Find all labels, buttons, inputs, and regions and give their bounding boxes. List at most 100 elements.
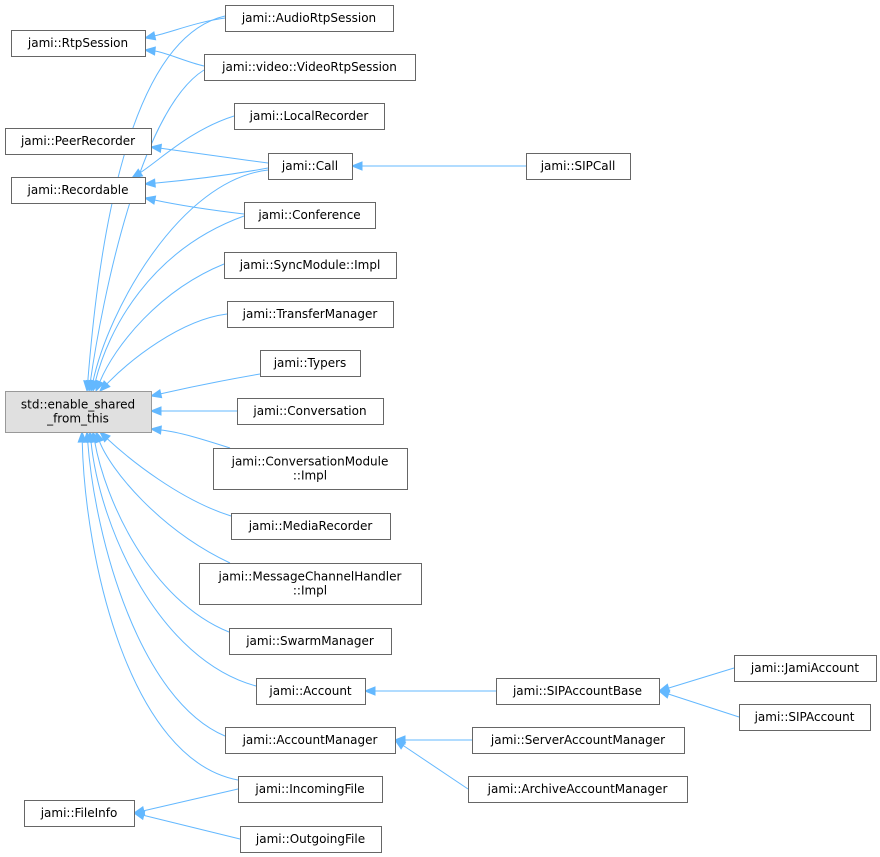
class-node-conversation[interactable]: jami::Conversation [237, 398, 384, 425]
class-node-outgoing[interactable]: jami::OutgoingFile [240, 826, 382, 853]
class-box [227, 301, 394, 328]
class-label: jami::ConversationModule [231, 455, 389, 469]
edge-incoming-to-esft [77, 430, 239, 781]
class-node-sipaccbase[interactable]: jami::SIPAccountBase [496, 678, 660, 705]
class-label: jami::Conversation [252, 404, 366, 418]
class-label: jami::MediaRecorder [248, 519, 373, 533]
arrowhead-icon [149, 143, 163, 154]
edge-line [139, 115, 235, 174]
class-box [231, 513, 391, 540]
edge-audiortp-to-rtpsession [143, 17, 226, 41]
edge-archiveaccmgr-to-accmgr [393, 739, 469, 790]
edge-sipcall-to-call [350, 161, 526, 171]
class-box [11, 177, 146, 204]
edge-serveraccmgr-to-accmgr [393, 735, 473, 745]
class-node-typers[interactable]: jami::Typers [260, 350, 361, 377]
class-node-fileinfo[interactable]: jami::FileInfo [24, 800, 135, 827]
arrowhead-icon [99, 431, 111, 443]
class-node-call[interactable]: jami::Call [268, 153, 353, 180]
edge-mediarec-to-esft [99, 431, 232, 517]
class-node-sipcall[interactable]: jami::SIPCall [526, 153, 631, 180]
class-box [5, 391, 152, 433]
edge-line [87, 440, 226, 737]
edge-videortp-to-rtpsession [143, 46, 205, 67]
edge-line [667, 667, 735, 689]
class-label: jami::MessageChannelHandler [218, 570, 402, 584]
class-node-videortp[interactable]: jami::video::VideoRtpSession [204, 54, 416, 81]
class-node-msgchan[interactable]: jami::MessageChannelHandler::Impl [199, 563, 422, 605]
class-label: jami::IncomingFile [254, 782, 364, 796]
edge-line [159, 373, 261, 395]
edge-line [142, 788, 239, 812]
class-node-incoming[interactable]: jami::IncomingFile [238, 776, 383, 803]
class-label: ::Impl [293, 469, 327, 483]
arrowhead-icon [130, 168, 144, 179]
edge-line [153, 199, 245, 215]
edge-localrec-to-recordable [130, 115, 235, 179]
arrowhead-icon [143, 46, 156, 56]
class-box [496, 678, 660, 705]
class-label: _from_this [46, 412, 109, 426]
edge-line [90, 440, 257, 687]
class-label: jami::Recordable [27, 183, 129, 197]
edge-sipaccbase-to-account [363, 686, 496, 696]
edge-line [153, 50, 205, 67]
arrowhead-icon [149, 406, 162, 416]
class-node-peerrecorder[interactable]: jami::PeerRecorder [5, 128, 152, 155]
class-box [225, 5, 394, 32]
edge-videortp-to-esft [85, 69, 205, 393]
edge-line [98, 263, 225, 383]
edge-line [153, 17, 226, 37]
arrowhead-icon [77, 430, 87, 443]
class-box [213, 448, 408, 490]
class-node-conference[interactable]: jami::Conference [244, 202, 376, 229]
arrowhead-icon [143, 178, 156, 188]
class-node-sipacc[interactable]: jami::SIPAccount [739, 704, 871, 731]
edge-call-to-peerrecorder [149, 143, 269, 164]
arrowhead-icon [393, 739, 407, 750]
arrowhead-icon [149, 425, 162, 435]
edge-conversation-to-esft [149, 406, 238, 416]
edge-incoming-to-fileinfo [132, 788, 239, 816]
class-node-mediarec[interactable]: jami::MediaRecorder [231, 513, 391, 540]
class-box [526, 153, 631, 180]
class-label: ::Impl [293, 584, 327, 598]
edges-layer [77, 15, 740, 840]
class-box [244, 202, 376, 229]
class-label: jami::ServerAccountManager [490, 733, 665, 747]
class-node-audiortp[interactable]: jami::AudioRtpSession [225, 5, 394, 32]
edge-line [94, 215, 245, 383]
class-node-jamiacc[interactable]: jami::JamiAccount [734, 655, 877, 682]
edge-line [92, 169, 269, 383]
class-node-swarmmgr[interactable]: jami::SwarmManager [229, 628, 392, 655]
edge-convmod-to-esft [149, 425, 231, 449]
class-box [268, 153, 353, 180]
class-box [256, 678, 366, 705]
class-node-syncmod[interactable]: jami::SyncModule::Impl [224, 252, 397, 279]
class-box [739, 704, 871, 731]
class-node-convmod[interactable]: jami::ConversationModule::Impl [213, 448, 408, 490]
class-node-rtpsession[interactable]: jami::RtpSession [11, 30, 146, 57]
class-node-accmgr[interactable]: jami::AccountManager [225, 727, 396, 754]
edge-line [402, 744, 469, 790]
class-label: std::enable_shared [21, 398, 135, 412]
arrowhead-icon [132, 810, 146, 821]
class-box [240, 826, 382, 853]
arrowhead-icon [143, 31, 157, 41]
class-node-esft[interactable]: std::enable_shared_from_this [5, 391, 152, 433]
class-node-localrec[interactable]: jami::LocalRecorder [234, 103, 385, 130]
edge-line [94, 440, 230, 633]
class-box [237, 398, 384, 425]
class-node-serveraccmgr[interactable]: jami::ServerAccountManager [472, 727, 685, 754]
class-label: jami::Account [268, 684, 352, 698]
class-box [472, 727, 685, 754]
class-box [260, 350, 361, 377]
class-node-archiveaccmgr[interactable]: jami::ArchiveAccountManager [468, 776, 688, 803]
class-node-recordable[interactable]: jami::Recordable [11, 177, 146, 204]
arrowhead-icon [350, 161, 363, 171]
class-node-transfermgr[interactable]: jami::TransferManager [227, 301, 394, 328]
edge-line [142, 814, 241, 840]
class-label: jami::ArchiveAccountManager [487, 782, 668, 796]
class-node-account[interactable]: jami::Account [256, 678, 366, 705]
edge-line [81, 440, 239, 781]
